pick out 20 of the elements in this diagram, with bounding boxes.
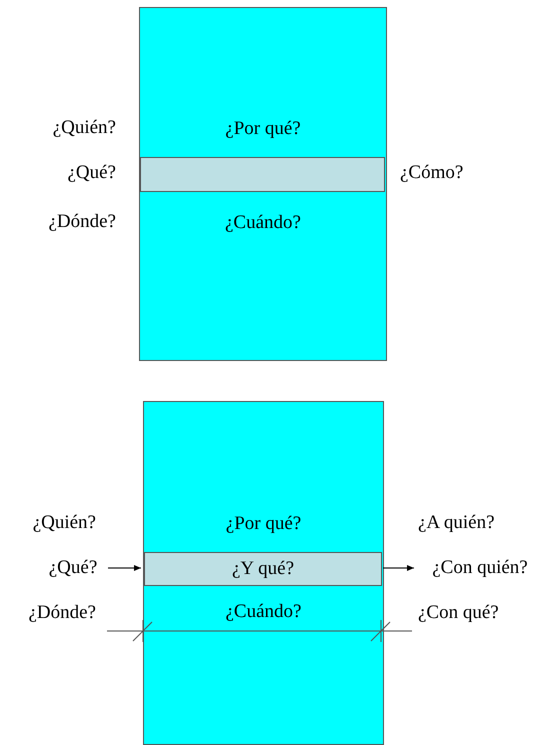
- question-label: ¿Quién?: [52, 116, 116, 140]
- question-text: ¿Qué?: [40, 556, 106, 580]
- question-label: ¿Dónde?: [48, 210, 116, 234]
- panel-box: [139, 7, 387, 361]
- question-label: ¿Con qué?: [418, 601, 499, 625]
- arrow: [382, 565, 414, 571]
- panel-text: ¿Cuándo?: [224, 211, 302, 235]
- question-label: ¿Quién?: [32, 511, 96, 535]
- question-label: ¿Cómo?: [400, 161, 464, 185]
- panel-text: ¿Por qué?: [224, 512, 302, 536]
- band-box: [140, 157, 385, 192]
- arrow: [108, 565, 142, 571]
- panel-text: ¿Por qué?: [224, 117, 302, 141]
- panel-text: ¿Cuándo?: [224, 600, 302, 624]
- question-label: ¿Qué?: [67, 161, 116, 185]
- question-text: ¿Con quién?: [416, 556, 544, 580]
- band-box: ¿Y qué?: [144, 552, 382, 586]
- panel-box: [143, 401, 384, 745]
- question-label: ¿Dónde?: [28, 601, 96, 625]
- question-label: ¿A quién?: [418, 511, 495, 535]
